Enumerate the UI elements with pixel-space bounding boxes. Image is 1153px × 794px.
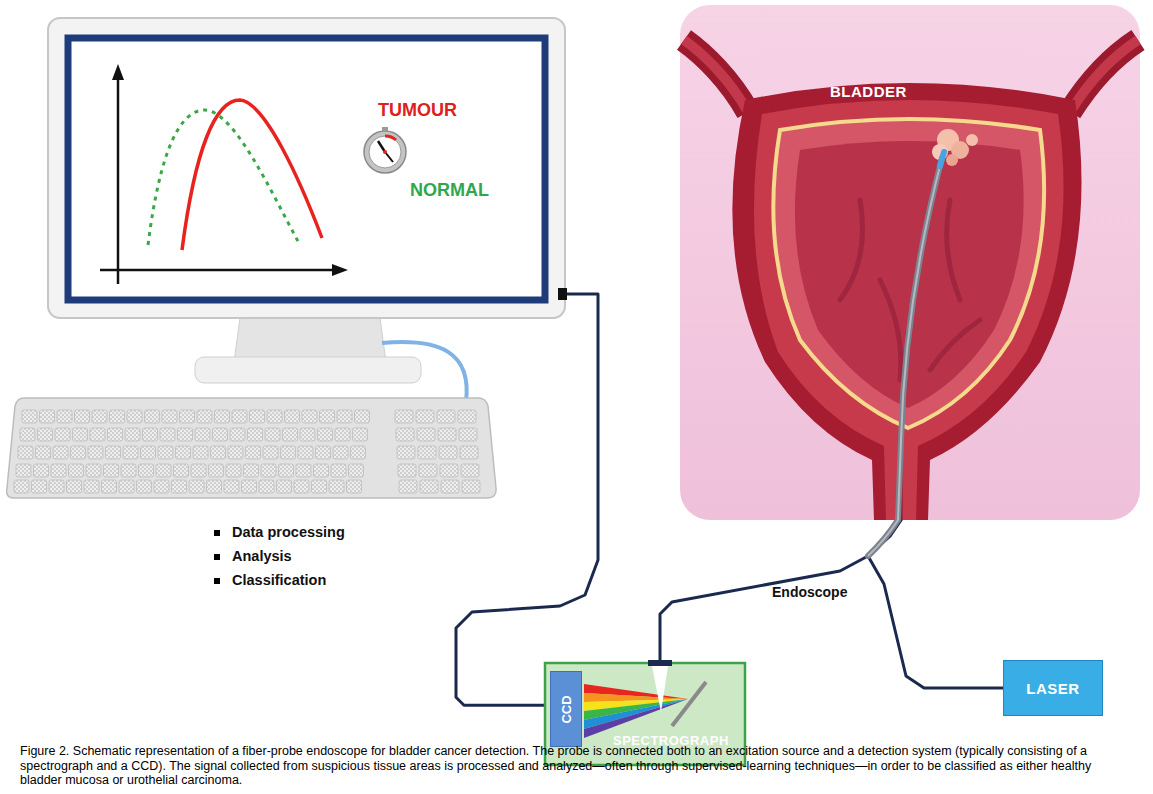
organ-label: BLADDER (830, 83, 907, 100)
bladder-illustration (680, 5, 1140, 520)
device-label: CCD (558, 695, 573, 723)
ccd-detector: CCD (550, 671, 582, 747)
bullet-item: Data processing (214, 524, 345, 540)
figure-caption: Figure 2. Schematic representation of a … (20, 744, 1133, 788)
tumour-mass (932, 129, 978, 166)
bladder-panel: BLADDER (680, 5, 1140, 520)
clock-icon (364, 127, 406, 173)
bullet-item: Classification (214, 572, 326, 588)
monitor (48, 18, 567, 383)
monitor-screen: TUMOUR NORMAL (48, 18, 565, 318)
cable (868, 520, 1003, 688)
curve-label: NORMAL (410, 180, 489, 201)
part-label: Endoscope (772, 584, 847, 600)
keyboard (7, 398, 496, 498)
cable (660, 520, 901, 663)
laser-box: LASER (1003, 660, 1103, 716)
endoscope-tube (868, 158, 942, 556)
device-label: LASER (1026, 680, 1079, 697)
bullet-item: Analysis (214, 548, 292, 564)
cable (456, 294, 598, 705)
endoscope-highlight (868, 158, 942, 556)
chart (100, 64, 348, 284)
probe-tip (940, 152, 944, 166)
curve-label: TUMOUR (378, 100, 457, 121)
